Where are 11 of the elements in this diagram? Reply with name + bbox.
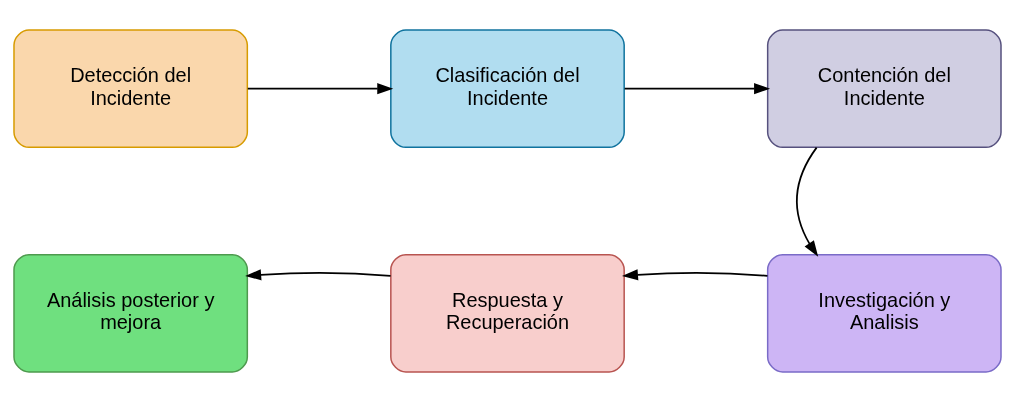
arrow [246,82,393,94]
node-box: Análisis posterior y mejora [12,253,248,373]
node-box: Respuesta y Recuperación [389,253,625,373]
node-box: Clasificación del Incidente [389,28,625,148]
node-box: Contención del Incidente [766,28,1002,148]
arrow [621,268,768,280]
node-box: Detección del Incidente [12,28,248,148]
arrow [244,268,391,280]
arrow [623,82,770,94]
node-box: Investigación y Analisis [766,253,1002,373]
arrow [795,146,818,257]
